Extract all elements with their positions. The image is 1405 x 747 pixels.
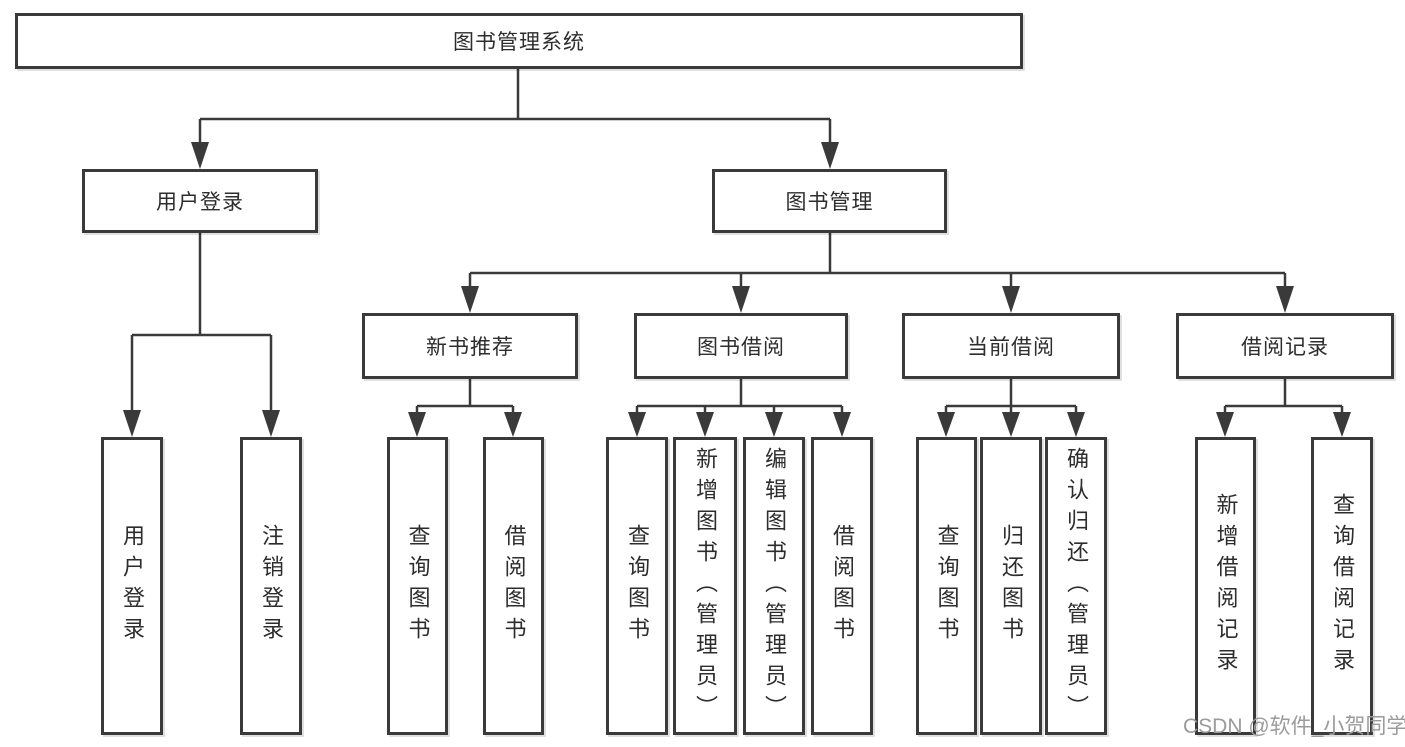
leaf-confirm-return-admin-label: 确认归还（管理员） (1064, 446, 1089, 726)
node-book-borrow: 图书借阅 (634, 313, 848, 379)
node-current-borrow-label: 当前借阅 (967, 336, 1055, 359)
node-system-label: 图书管理系统 (453, 31, 585, 54)
leaf-query-borrow-record-label: 查询借阅记录 (1330, 493, 1355, 679)
leaf-return-books: 归还图书 (980, 437, 1042, 735)
leaf-add-borrow-record-label: 新增借阅记录 (1213, 493, 1239, 679)
node-user-login-label: 用户登录 (156, 191, 244, 214)
leaf-edit-books-admin-label: 编辑图书（管理员） (762, 446, 787, 726)
leaf-logout: 注销登录 (240, 437, 302, 735)
leaf-add-borrow-record: 新增借阅记录 (1195, 437, 1256, 735)
node-system: 图书管理系统 (15, 13, 1023, 69)
leaf-user-login: 用户登录 (101, 437, 163, 735)
node-book-borrow-label: 图书借阅 (697, 336, 785, 359)
leaf-borrow-books-recommend: 借阅图书 (483, 437, 544, 735)
watermark: CSDN @软件_小贺同学 (1183, 715, 1405, 738)
node-current-borrow: 当前借阅 (902, 313, 1120, 379)
leaf-confirm-return-admin: 确认归还（管理员） (1045, 437, 1107, 735)
leaf-return-books-label: 归还图书 (999, 524, 1024, 648)
leaf-query-books-current: 查询图书 (916, 437, 977, 735)
node-borrow-records-label: 借阅记录 (1241, 336, 1329, 359)
leaf-query-books-borrow-label: 查询图书 (625, 524, 650, 648)
leaf-edit-books-admin: 编辑图书（管理员） (743, 437, 805, 735)
leaf-borrow-books-recommend-label: 借阅图书 (501, 524, 527, 648)
leaf-query-borrow-record: 查询借阅记录 (1311, 437, 1373, 735)
leaf-query-books-borrow: 查询图书 (606, 437, 668, 735)
leaf-query-books-current-label: 查询图书 (934, 524, 960, 648)
leaf-add-books-admin-label: 新增图书（管理员） (693, 446, 718, 726)
node-borrow-records: 借阅记录 (1176, 313, 1394, 379)
leaf-query-books-recommend: 查询图书 (387, 437, 448, 735)
node-new-book-recommend-label: 新书推荐 (426, 336, 514, 359)
node-user-login: 用户登录 (82, 169, 318, 233)
leaf-logout-label: 注销登录 (259, 524, 284, 648)
leaf-borrow-books: 借阅图书 (811, 437, 873, 735)
leaf-add-books-admin: 新增图书（管理员） (673, 437, 737, 735)
leaf-borrow-books-label: 借阅图书 (830, 524, 855, 648)
leaf-user-login-label: 用户登录 (120, 524, 145, 648)
leaf-query-books-recommend-label: 查询图书 (405, 524, 431, 648)
node-book-management-label: 图书管理 (785, 191, 874, 214)
node-book-management: 图书管理 (712, 169, 947, 233)
node-new-book-recommend: 新书推荐 (362, 313, 578, 379)
